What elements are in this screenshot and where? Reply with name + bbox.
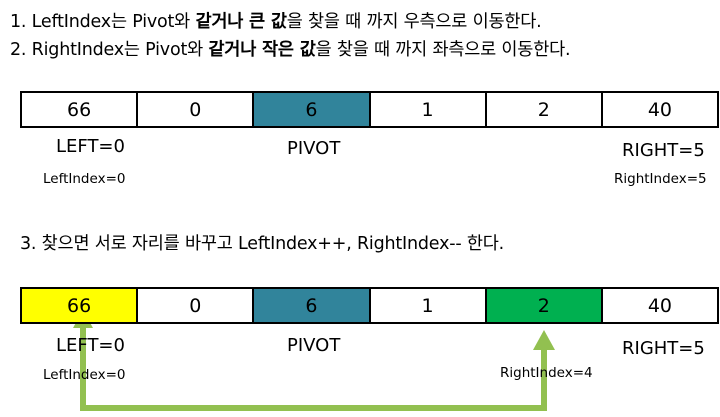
array-2-cell-3: 1 [371,289,487,322]
array-1-cell-1: 0 [138,93,255,126]
swap-arrow-line [80,322,547,411]
rule-2-pre: 2. RightIndex는 Pivot와 [10,40,209,60]
array-2-right-index: RightIndex=4 [500,365,593,381]
array-2-cell-4-right-found: 2 [486,289,603,322]
array-2-cell-2-pivot: 6 [254,289,371,322]
array-1: 66 0 6 1 2 40 [20,91,719,128]
rule-1-bold: 같거나 큰 값 [195,12,287,32]
rule-2-post: 을 찾을 때 까지 좌측으로 이동한다. [315,40,571,60]
rule-3: 3. 찾으면 서로 자리를 바꾸고 LeftIndex++, RightInde… [20,234,504,254]
rule-1: 1. LeftIndex는 Pivot와 같거나 큰 값을 찾을 때 까지 우측… [10,8,542,33]
array-2-right-label: RIGHT=5 [622,338,705,359]
array-2-left-label: LEFT=0 [56,335,125,356]
array-1-right-index: RightIndex=5 [614,171,707,187]
array-2-cell-1: 0 [138,289,255,322]
array-1-cell-4: 2 [487,93,603,126]
rule-2-bold: 같거나 작은 값 [208,40,316,60]
array-1-left-label: LEFT=0 [56,136,125,157]
array-1-cell-5: 40 [647,98,673,121]
array-1-cell-0: 66 [22,93,139,126]
array-2: 66 0 6 1 2 40 [20,287,719,324]
rule-1-pre: 1. LeftIndex는 Pivot와 [10,12,196,32]
array-2-cell-0-left-found: 66 [22,289,139,322]
array-2-pivot-label: PIVOT [287,335,341,356]
array-1-left-index: LeftIndex=0 [43,171,126,187]
rule-2: 2. RightIndex는 Pivot와 같거나 작은 값을 찾을 때 까지 … [10,36,571,61]
array-1-right-label: RIGHT=5 [622,140,705,161]
rule-1-post: 을 찾을 때 까지 우측으로 이동한다. [286,12,542,32]
array-1-cell-3: 1 [371,93,487,126]
array-1-pivot-label: PIVOT [287,138,341,159]
array-2-cell-5: 40 [647,294,673,317]
array-2-left-index: LeftIndex=0 [43,367,126,383]
array-1-cell-2-pivot: 6 [254,93,371,126]
swap-arrow-head-right [533,330,555,350]
